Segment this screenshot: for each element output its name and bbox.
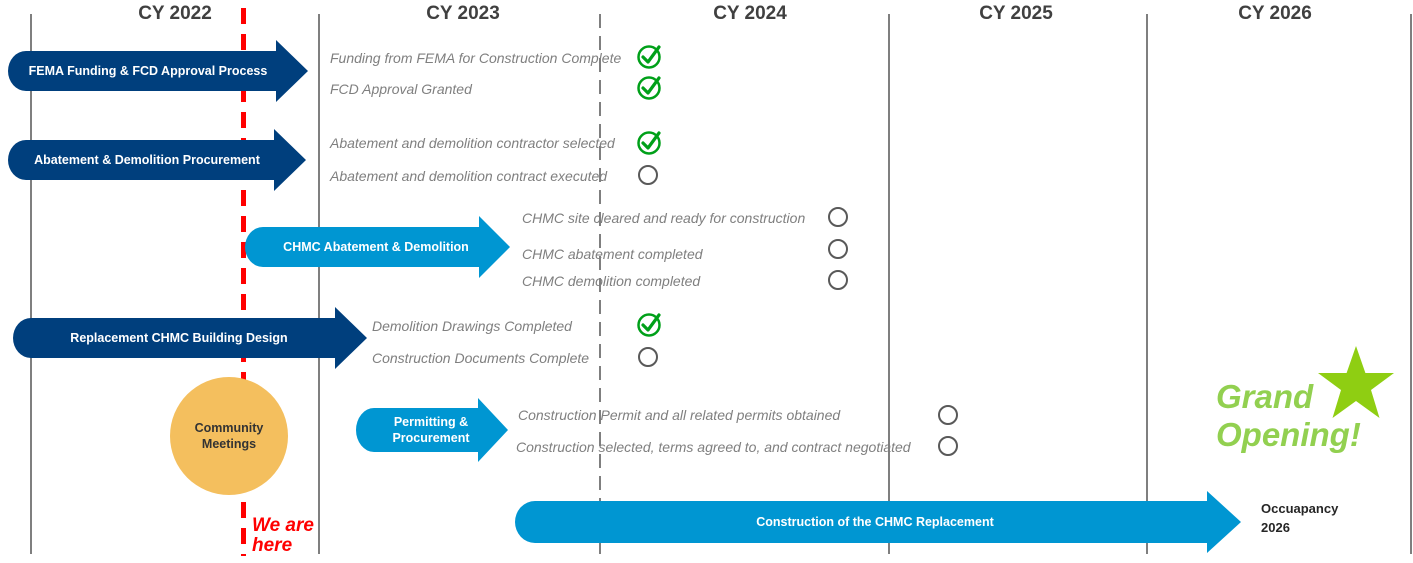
occupancy-label: Occuapancy 2026 <box>1261 501 1339 535</box>
year-header-2024: CY 2024 <box>713 3 787 24</box>
check-icon <box>637 313 661 337</box>
year-header-2025: CY 2025 <box>979 3 1053 24</box>
milestone-text: Abatement and demolition contractor sele… <box>330 135 615 151</box>
we-are-here-label: We are here <box>252 515 314 556</box>
grand-opening-label: Grand Opening! <box>1216 378 1361 453</box>
permitting-arrow: Permitting & Procurement <box>356 398 508 462</box>
design-arrow: Replacement CHMC Building Design <box>13 307 367 369</box>
year-divider <box>1410 14 1412 554</box>
abatement-arrow: CHMC Abatement & Demolition <box>245 216 510 278</box>
year-header-2023: CY 2023 <box>426 3 500 24</box>
circle-icon <box>828 270 848 290</box>
year-header-2026: CY 2026 <box>1238 3 1312 24</box>
circle-icon <box>828 207 848 227</box>
milestone-text: CHMC abatement completed <box>522 246 703 262</box>
milestone-text: CHMC site cleared and ready for construc… <box>522 210 806 226</box>
abatement-label: CHMC Abatement & Demolition <box>283 240 469 254</box>
circle-icon <box>828 239 848 259</box>
star-icon <box>1318 346 1394 418</box>
milestone-text: Funding from FEMA for Construction Compl… <box>330 50 622 66</box>
milestone-text: Abatement and demolition contract execut… <box>330 168 608 184</box>
year-header-2022: CY 2022 <box>138 3 212 24</box>
circle-icon <box>938 405 958 425</box>
check-icon <box>637 45 661 69</box>
current-date-line <box>241 8 246 556</box>
milestone-text: CHMC demolition completed <box>522 273 701 289</box>
fema-funding-label: FEMA Funding & FCD Approval Process <box>28 64 268 78</box>
milestone-text: FCD Approval Granted <box>330 81 472 97</box>
circle-icon <box>938 436 958 456</box>
milestone-text: Construction Documents Complete <box>372 350 590 366</box>
community-meetings-label: Community Meetings <box>194 421 264 451</box>
check-icon <box>637 76 661 100</box>
year-divider <box>318 14 320 554</box>
year-divider <box>1146 14 1148 554</box>
community-meetings-circle: Community Meetings <box>170 377 288 495</box>
milestone-text: Demolition Drawings Completed <box>372 318 572 334</box>
permitting-label: Permitting & Procurement <box>392 415 470 445</box>
procurement-label: Abatement & Demolition Procurement <box>34 153 260 167</box>
procurement-arrow: Abatement & Demolition Procurement <box>8 129 306 191</box>
milestone-text: Construction selected, terms agreed to, … <box>516 439 911 455</box>
fema-funding-arrow: FEMA Funding & FCD Approval Process <box>8 40 308 102</box>
circle-icon <box>638 347 658 367</box>
year-divider <box>30 14 32 554</box>
construction-label: Construction of the CHMC Replacement <box>756 515 994 529</box>
check-icon <box>637 131 661 155</box>
year-divider <box>888 14 890 554</box>
milestone-text: Construction Permit and all related perm… <box>518 407 841 423</box>
construction-arrow: Construction of the CHMC Replacement <box>515 491 1241 553</box>
circle-icon <box>638 165 658 185</box>
design-label: Replacement CHMC Building Design <box>70 331 288 345</box>
year-divider <box>599 14 601 554</box>
